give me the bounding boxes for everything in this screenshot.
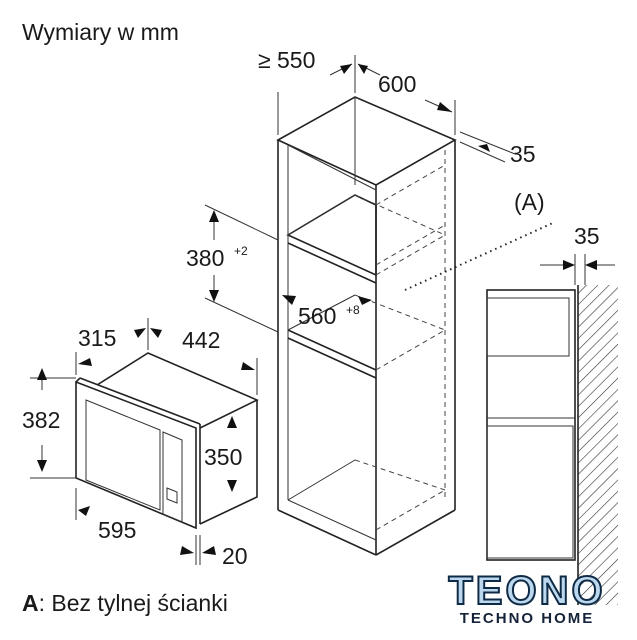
niche-height-tolerance: +2 [234,244,248,258]
microwave-depth-label: 442 [182,327,220,353]
cabinet-dimensions: ≥ 550 600 35 380 +2 560 +8 (A) 35 [186,47,600,333]
niche-height-label: 380 [186,245,224,271]
wall-gap-label: 35 [574,223,600,249]
microwave-body-height-label: 350 [204,444,242,470]
microwave-frame-depth-label: 20 [222,543,248,569]
niche-width-label: 560 [298,303,336,329]
diagram-title: Wymiary w mm [22,19,179,45]
logo-sub-text: TECHNO HOME [459,610,595,627]
niche-width-tolerance: +8 [346,303,360,317]
teono-logo: TEONO TECHNO HOME [432,569,622,627]
microwave-frame-height-label: 382 [22,407,60,433]
microwave-width-label: 595 [98,517,136,543]
cabinet-width-label: 600 [378,71,416,97]
cabinet-depth-label: ≥ 550 [258,47,315,73]
side-view [486,254,618,605]
footnote-key: A [22,590,39,616]
footnote: A: Bez tylnej ścianki [22,590,228,616]
label-a: (A) [514,189,545,215]
microwave-front-depth-label: 315 [78,325,116,351]
footnote-text: : Bez tylnej ścianki [39,590,228,616]
microwave: 315 442 382 350 595 20 [22,318,259,569]
tall-cabinet [276,96,556,556]
logo-main-text: TEONO [447,569,606,613]
side-panel-label: 35 [510,141,536,167]
